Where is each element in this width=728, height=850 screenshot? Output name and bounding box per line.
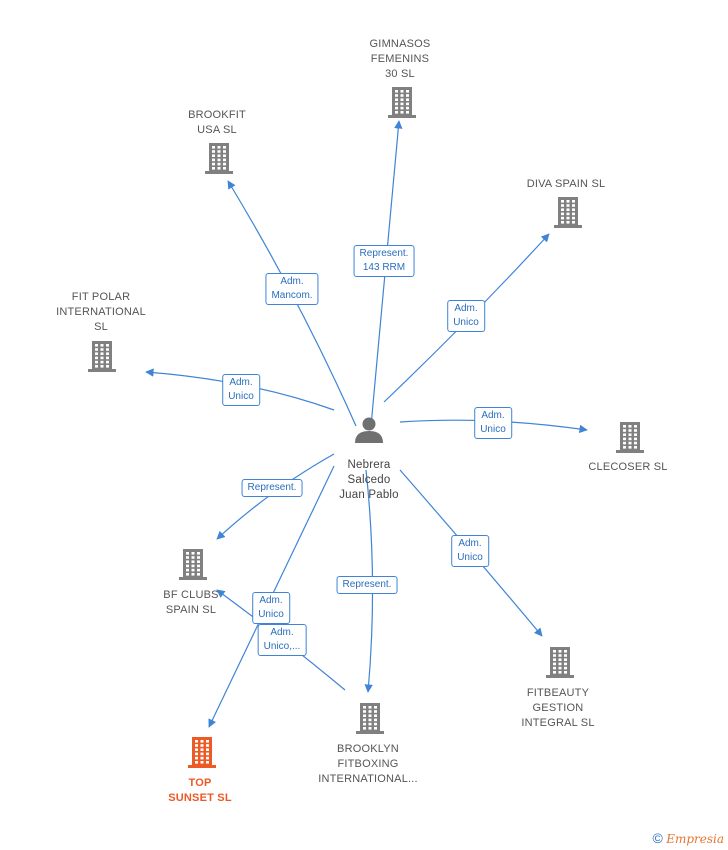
- edge-label-topsunset[interactable]: Adm. Unico: [252, 592, 290, 624]
- edge-label-brookfit[interactable]: Adm. Mancom.: [265, 273, 319, 305]
- building-icon[interactable]: [188, 737, 216, 768]
- building-icon[interactable]: [616, 422, 644, 453]
- edge-label-fitbeauty[interactable]: Adm. Unico: [451, 535, 489, 567]
- footer-brand[interactable]: © Empresia: [653, 830, 724, 846]
- building-icon[interactable]: [179, 549, 207, 580]
- edge-label-bfclubs[interactable]: Adm. Unico,...: [257, 624, 307, 656]
- company-label-bfclubs[interactable]: BF CLUBS SPAIN SL: [163, 589, 219, 616]
- company-label-clecoser[interactable]: CLECOSER SL: [588, 461, 668, 473]
- building-icon[interactable]: [388, 87, 416, 118]
- person-name[interactable]: Nebrera Salcedo Juan Pablo: [339, 459, 399, 501]
- edge-label-bfclubs[interactable]: Represent.: [241, 479, 303, 497]
- building-icon[interactable]: [88, 341, 116, 372]
- edge-label-clecoser[interactable]: Adm. Unico: [474, 407, 512, 439]
- person-icon[interactable]: [355, 417, 383, 444]
- edge-label-brooklyn[interactable]: Represent.: [336, 576, 398, 594]
- company-label-brooklyn[interactable]: BROOKLYN FITBOXING INTERNATIONAL...: [318, 743, 418, 785]
- edge-label-diva[interactable]: Adm. Unico: [447, 300, 485, 332]
- company-label-diva[interactable]: DIVA SPAIN SL: [526, 178, 606, 190]
- building-icon[interactable]: [205, 143, 233, 174]
- company-label-fitpolar[interactable]: FIT POLAR INTERNATIONAL SL: [56, 291, 146, 333]
- brand-logo: Empresia: [666, 832, 724, 846]
- company-label-fitbeauty[interactable]: FITBEAUTY GESTION INTEGRAL SL: [521, 687, 595, 729]
- building-icon[interactable]: [356, 703, 384, 734]
- copyright-icon: ©: [652, 830, 663, 846]
- company-label-brookfit[interactable]: BROOKFIT USA SL: [188, 109, 246, 136]
- edge-label-gimnasos[interactable]: Represent. 143 RRM: [353, 245, 415, 277]
- building-icon[interactable]: [546, 647, 574, 678]
- company-label-gimnasos[interactable]: GIMNASOS FEMENINS 30 SL: [369, 38, 431, 80]
- building-icon[interactable]: [554, 197, 582, 228]
- company-label-topsunset[interactable]: TOP SUNSET SL: [168, 777, 232, 804]
- edge-label-fitpolar[interactable]: Adm. Unico: [222, 374, 260, 406]
